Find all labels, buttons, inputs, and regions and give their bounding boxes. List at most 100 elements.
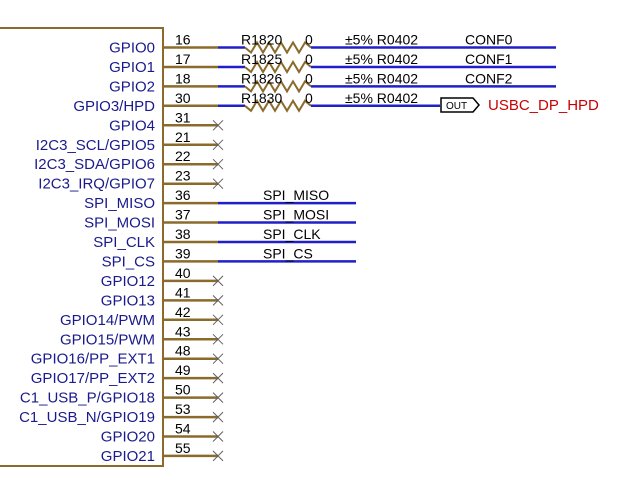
no-connect-mark [212, 119, 224, 131]
resistor-value: 0 [305, 32, 313, 48]
pin-label: GPIO17/PP_EXT2 [31, 370, 155, 387]
no-connect-mark [212, 314, 224, 326]
resistor-ref: R1820 [241, 32, 282, 48]
pin-label: C1_USB_N/GPIO19 [19, 409, 155, 426]
resistor-spec: ±5% R0402 [345, 32, 418, 48]
resistor-value: 0 [305, 70, 313, 86]
spi-net-label: SPI_CLK [263, 226, 321, 242]
spi-net[interactable]: SPI_CS [218, 245, 356, 263]
no-connect-mark [212, 158, 224, 170]
pin-row: GPIO14/PWM 42 [60, 304, 224, 329]
pin-number: 37 [175, 207, 191, 223]
pin-number: 18 [175, 70, 191, 86]
pin-number: 36 [175, 187, 191, 203]
no-connect-mark [212, 353, 224, 365]
net-name[interactable]: CONF0 [465, 32, 513, 48]
resistor[interactable]: R1830 0 ±5% R0402 [218, 90, 440, 113]
spi-net-label: SPI_MISO [263, 187, 329, 203]
pin-label: SPI_MISO [84, 195, 155, 212]
spi-net[interactable]: SPI_MISO [218, 187, 356, 205]
pin-label: SPI_CLK [93, 234, 155, 251]
pin-number: 48 [175, 343, 191, 359]
no-connect-mark [212, 372, 224, 384]
spi-net[interactable]: SPI_MOSI [218, 207, 356, 224]
net-label-usbc-dp-hpd[interactable]: USBC_DP_HPD [488, 97, 599, 114]
no-connect-mark [212, 275, 224, 287]
pin-label: GPIO1 [109, 59, 155, 76]
net-name[interactable]: CONF1 [465, 51, 513, 67]
pin-label: C1_USB_P/GPIO18 [20, 390, 155, 407]
output-port-label: OUT [446, 101, 467, 112]
resistor-spec: ±5% R0402 [345, 90, 418, 106]
pin-row: GPIO4 31 [109, 109, 224, 134]
pin-number: 54 [175, 421, 191, 437]
pin-row: GPIO0 16 [109, 32, 218, 57]
ic-body-outline [0, 27, 164, 467]
pin-label: GPIO15/PWM [60, 331, 155, 348]
pin-number: 16 [175, 32, 191, 48]
pin-row: I2C3_SCL/GPIO5 21 [36, 129, 224, 154]
pin-number: 42 [175, 304, 191, 320]
pin-number: 31 [175, 109, 191, 125]
pin-row: SPI_MOSI 37 [84, 207, 218, 232]
pin-row: GPIO1 17 [109, 51, 218, 76]
pin-number: 55 [175, 440, 191, 456]
spi-net[interactable]: SPI_CLK [218, 226, 356, 244]
no-connect-mark [212, 411, 224, 423]
output-port-shape [440, 97, 480, 113]
resistor[interactable]: R1820 0 ±5% R0402 CONF0 [218, 32, 556, 55]
resistor-symbol [244, 79, 312, 94]
pin-number: 21 [175, 129, 191, 145]
spi-nets-layer: SPI_MISO SPI_MOSI SPI_CLK SPI_CS [218, 187, 356, 263]
pin-number: 17 [175, 51, 191, 67]
pin-label: I2C3_SDA/GPIO6 [34, 156, 155, 173]
resistor-value: 0 [305, 90, 313, 106]
pin-label: GPIO14/PWM [60, 312, 155, 329]
pin-label: GPIO21 [101, 448, 155, 465]
no-connect-mark [212, 139, 224, 151]
resistor-spec: ±5% R0402 [345, 51, 418, 67]
pin-label: GPIO12 [101, 273, 155, 290]
resistor[interactable]: R1826 0 ±5% R0402 CONF2 [218, 70, 556, 94]
resistor-spec: ±5% R0402 [345, 70, 418, 86]
spi-net-label: SPI_MOSI [263, 207, 329, 223]
pin-label: SPI_MOSI [84, 215, 155, 232]
pin-label: GPIO13 [101, 292, 155, 309]
output-port[interactable]: OUT [440, 97, 480, 113]
net-name[interactable]: CONF2 [465, 70, 513, 86]
pin-row: GPIO21 55 [101, 440, 224, 465]
pin-label: I2C3_IRQ/GPIO7 [38, 176, 155, 193]
spi-net-label: SPI_CS [263, 245, 313, 261]
pin-number: 30 [175, 90, 191, 106]
resistor-ref: R1830 [241, 90, 282, 106]
pin-label: SPI_CS [102, 253, 155, 270]
resistor-value: 0 [305, 51, 313, 67]
no-connect-mark [212, 295, 224, 306]
no-connect-mark [212, 431, 224, 442]
pin-number: 43 [175, 323, 191, 339]
no-connect-mark [212, 333, 224, 345]
no-connect-mark [212, 450, 224, 462]
pin-row: SPI_MISO 36 [84, 187, 218, 212]
resistor-symbol [244, 40, 312, 55]
pin-label: I2C3_SCL/GPIO5 [36, 137, 155, 154]
pin-label: GPIO2 [109, 78, 155, 95]
resistor-ref: R1826 [241, 70, 282, 86]
resistor-symbol [244, 60, 312, 74]
pin-label: GPIO4 [109, 117, 155, 134]
pin-label: GPIO0 [109, 40, 155, 57]
